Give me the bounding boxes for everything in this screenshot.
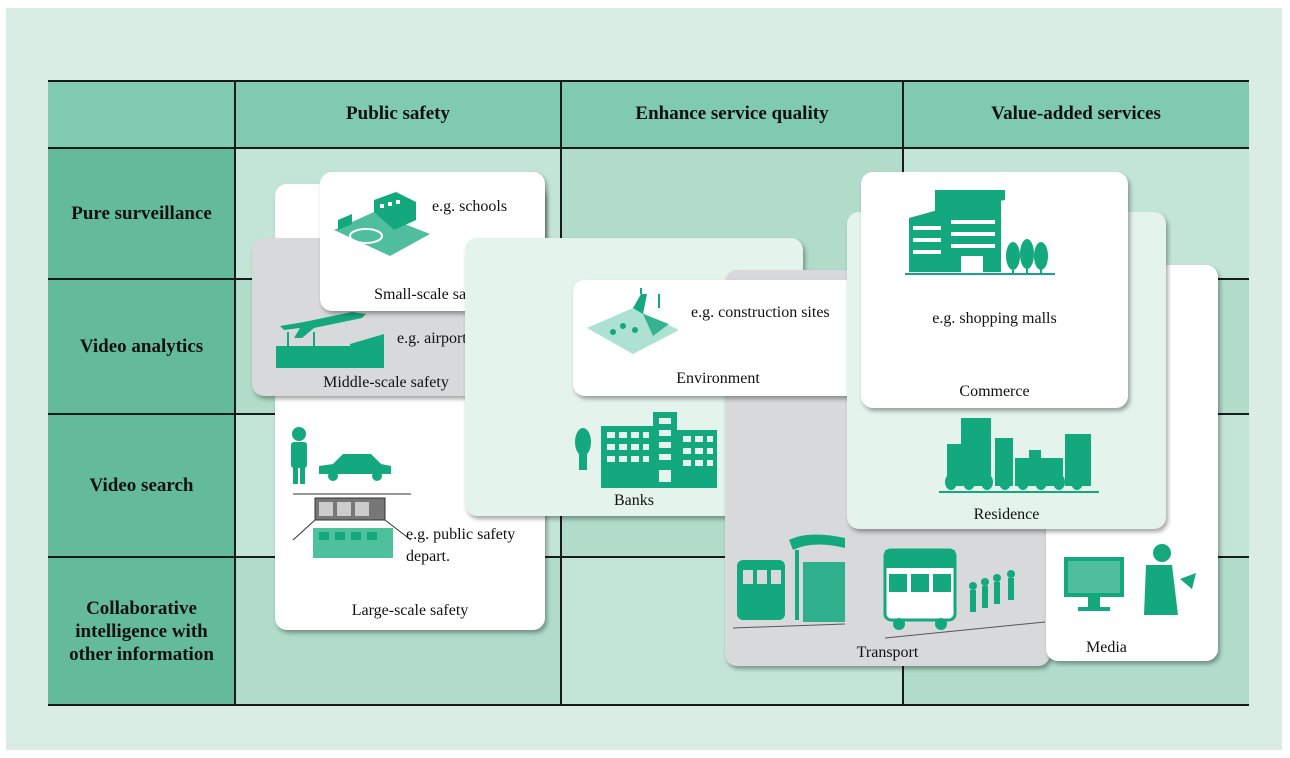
transport-title: Transport: [856, 644, 919, 661]
middle-scale-example: e.g. airport: [397, 330, 467, 347]
grid-line: [48, 556, 1249, 558]
column-header-public-safety: Public safety: [346, 103, 450, 124]
grid-line: [48, 147, 1249, 149]
header-row: [48, 80, 1249, 148]
environment-title: Environment: [676, 370, 760, 387]
large-scale-example: e.g. public safety depart.: [406, 526, 516, 565]
small-scale-title: Small-scale safety: [374, 286, 491, 303]
card-commerce: e.g. shopping malls Commerce: [861, 172, 1128, 408]
airport-icon: [276, 312, 384, 368]
large-scale-title: Large-scale safety: [351, 602, 469, 619]
control-room-icon: [292, 493, 412, 558]
small-scale-example: e.g. schools: [432, 198, 508, 215]
police-car-icon: [319, 454, 391, 481]
row-header-pure-surveillance: Pure surveillance: [71, 203, 212, 224]
residence-title: Residence: [973, 506, 1040, 523]
card-environment: e.g. construction sites Environment: [573, 280, 863, 396]
shopping-mall-icon: [905, 190, 1055, 275]
residence-city-icon: [939, 418, 1099, 493]
banks-title: Banks: [614, 492, 654, 509]
middle-scale-title: Middle-scale safety: [323, 374, 449, 391]
school-icon: [334, 192, 430, 256]
column-header-value-added: Value-added services: [991, 103, 1161, 124]
police-officer-icon: [291, 427, 307, 484]
row-header-collaborative: Collaborative intelligence with other in…: [69, 598, 214, 665]
grid-line: [48, 80, 1249, 82]
column-header-service-quality: Enhance service quality: [635, 103, 829, 124]
bus-stop-icon: [883, 548, 1046, 639]
commerce-title: Commerce: [959, 383, 1030, 400]
bank-building-icon: [575, 412, 717, 488]
media-title: Media: [1086, 639, 1127, 656]
construction-site-icon: [587, 288, 679, 354]
grid-line: [234, 80, 236, 706]
commerce-example: e.g. shopping malls: [932, 310, 1057, 327]
row-header-video-analytics: Video analytics: [79, 336, 204, 357]
grid-line: [48, 704, 1249, 706]
row-header-video-search: Video search: [89, 475, 194, 496]
media-icon: [1064, 544, 1196, 615]
environment-example: e.g. construction sites: [691, 304, 830, 321]
train-station-icon: [732, 534, 846, 629]
row-header-column: [48, 148, 235, 706]
